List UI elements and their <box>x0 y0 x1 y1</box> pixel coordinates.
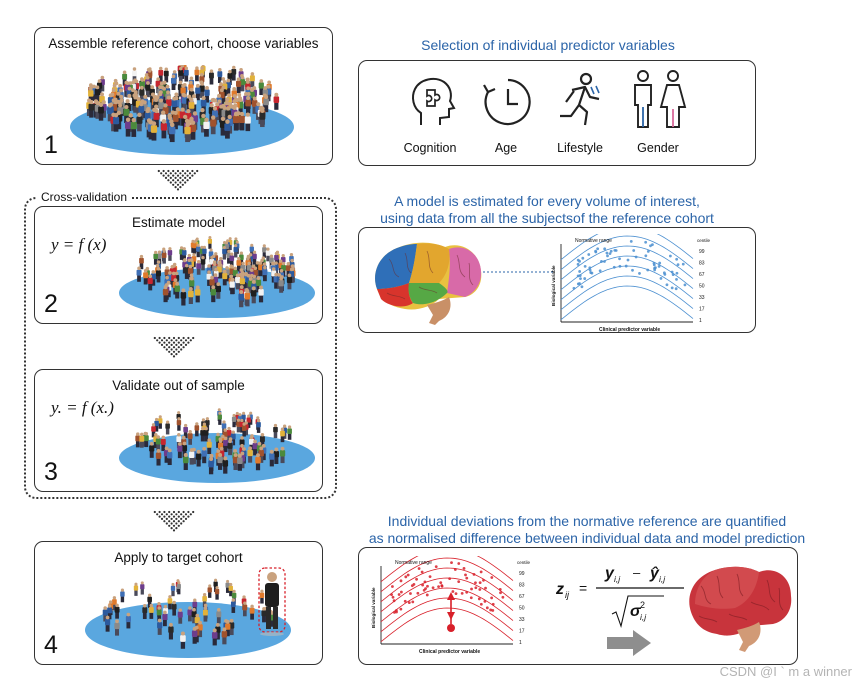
watermark: CSDN @I ` m a winner <box>719 664 852 679</box>
step-4-panel: Apply to target cohort 4 <box>34 541 323 665</box>
step-1-panel: Assemble reference cohort, choose variab… <box>34 27 333 165</box>
svg-text:33: 33 <box>699 295 705 301</box>
model-heading: A model is estimated for every volume of… <box>352 193 742 227</box>
deviation-heading: Individual deviations from the normative… <box>352 513 822 547</box>
deviation-heading-line-2: as normalised difference between individ… <box>368 530 806 546</box>
cross-validation-frame <box>24 197 337 499</box>
reference-cohort-crowd <box>70 65 294 155</box>
red-brain-illustration <box>689 566 792 652</box>
z-lhs: z <box>555 581 564 598</box>
svg-text:Clinical predictor variable: Clinical predictor variable <box>599 327 660 333</box>
svg-text:centile: centile <box>517 560 531 565</box>
estimate-crowd <box>119 236 315 318</box>
step-2-panel: Estimate model y = f (x) 2 <box>34 206 323 324</box>
model-heading-line-2: using data from all the subjectsof the r… <box>380 210 714 226</box>
step-3-formula: y. = f (x.) <box>51 398 114 417</box>
svg-text:Clinical predictor variable: Clinical predictor variable <box>419 649 480 655</box>
svg-text:centile: centile <box>697 238 711 243</box>
svg-text:Biological variable: Biological variable <box>551 265 556 306</box>
predictors-heading: Selection of individual predictor variab… <box>421 37 675 53</box>
svg-text:1: 1 <box>519 640 522 646</box>
svg-text:67: 67 <box>699 272 705 278</box>
z-minus: – <box>633 565 641 580</box>
step-3-title: Validate out of sample <box>112 378 245 393</box>
connector-dotted-line <box>483 271 553 273</box>
svg-text:33: 33 <box>519 617 525 623</box>
cross-validation-label: Cross-validation <box>36 190 133 204</box>
predictors-panel: Cognition Age Lifestyle Gender <box>358 60 756 166</box>
down-arrow-3 <box>153 510 195 532</box>
svg-text:=: = <box>579 580 587 596</box>
z-num-b-sub: i,j <box>659 574 666 584</box>
svg-text:83: 83 <box>519 583 525 589</box>
predictor-label-cognition: Cognition <box>403 141 457 155</box>
step-4-number: 4 <box>44 631 58 659</box>
z-num-a: y <box>604 565 615 582</box>
down-arrow-2 <box>153 336 195 358</box>
right-arrow-icon <box>607 630 651 656</box>
svg-text:Biological variable: Biological variable <box>371 587 376 628</box>
step-2-formula: y = f (x) <box>51 235 107 254</box>
svg-text:50: 50 <box>519 606 525 612</box>
svg-text:Normative range: Normative range <box>395 560 432 566</box>
brain-atlas-illustration <box>375 242 482 325</box>
predictor-label-gender: Gender <box>637 141 679 155</box>
model-heading-line-1: A model is estimated for every volume of… <box>394 193 700 209</box>
svg-text:99: 99 <box>519 571 525 577</box>
svg-text:83: 83 <box>699 261 705 267</box>
step-4-title: Apply to target cohort <box>114 550 243 565</box>
step-3-panel: Validate out of sample y. = f (x.) 3 <box>34 369 323 492</box>
z-den: σ <box>630 603 642 620</box>
svg-text:50: 50 <box>699 284 705 290</box>
down-arrow-1 <box>157 169 199 191</box>
z-den-sub: i,j <box>640 612 647 622</box>
step-2-title: Estimate model <box>131 215 226 230</box>
predictor-label-lifestyle: Lifestyle <box>557 141 603 155</box>
z-lhs-sub: ij <box>565 590 570 600</box>
svg-text:17: 17 <box>699 307 705 313</box>
predictor-label-age: Age <box>494 141 518 155</box>
step-1-title: Assemble reference cohort, choose variab… <box>48 36 319 51</box>
svg-text:99: 99 <box>699 249 705 255</box>
step-2-number: 2 <box>44 290 58 318</box>
z-num-a-sub: i,j <box>614 574 621 584</box>
step-1-number: 1 <box>44 131 58 159</box>
svg-text:1: 1 <box>699 318 702 324</box>
z-score-formula: z ij = y i,j – ŷ i,j σ 2 i,j <box>555 565 684 628</box>
z-den-sup: 2 <box>640 600 645 610</box>
step-3-number: 3 <box>44 458 58 486</box>
gender-icon <box>634 70 687 128</box>
clock-icon <box>483 78 531 126</box>
svg-text:17: 17 <box>519 629 525 635</box>
z-num-b: ŷ <box>649 565 660 582</box>
target-individual-figure <box>258 567 286 636</box>
head-puzzle-icon <box>412 77 456 125</box>
target-cohort-crowd <box>85 578 291 658</box>
validation-crowd <box>119 408 315 483</box>
svg-text:67: 67 <box>519 594 525 600</box>
deviation-heading-line-1: Individual deviations from the normative… <box>387 513 787 529</box>
runner-icon <box>560 72 600 126</box>
svg-text:Normative range: Normative range <box>575 238 612 244</box>
